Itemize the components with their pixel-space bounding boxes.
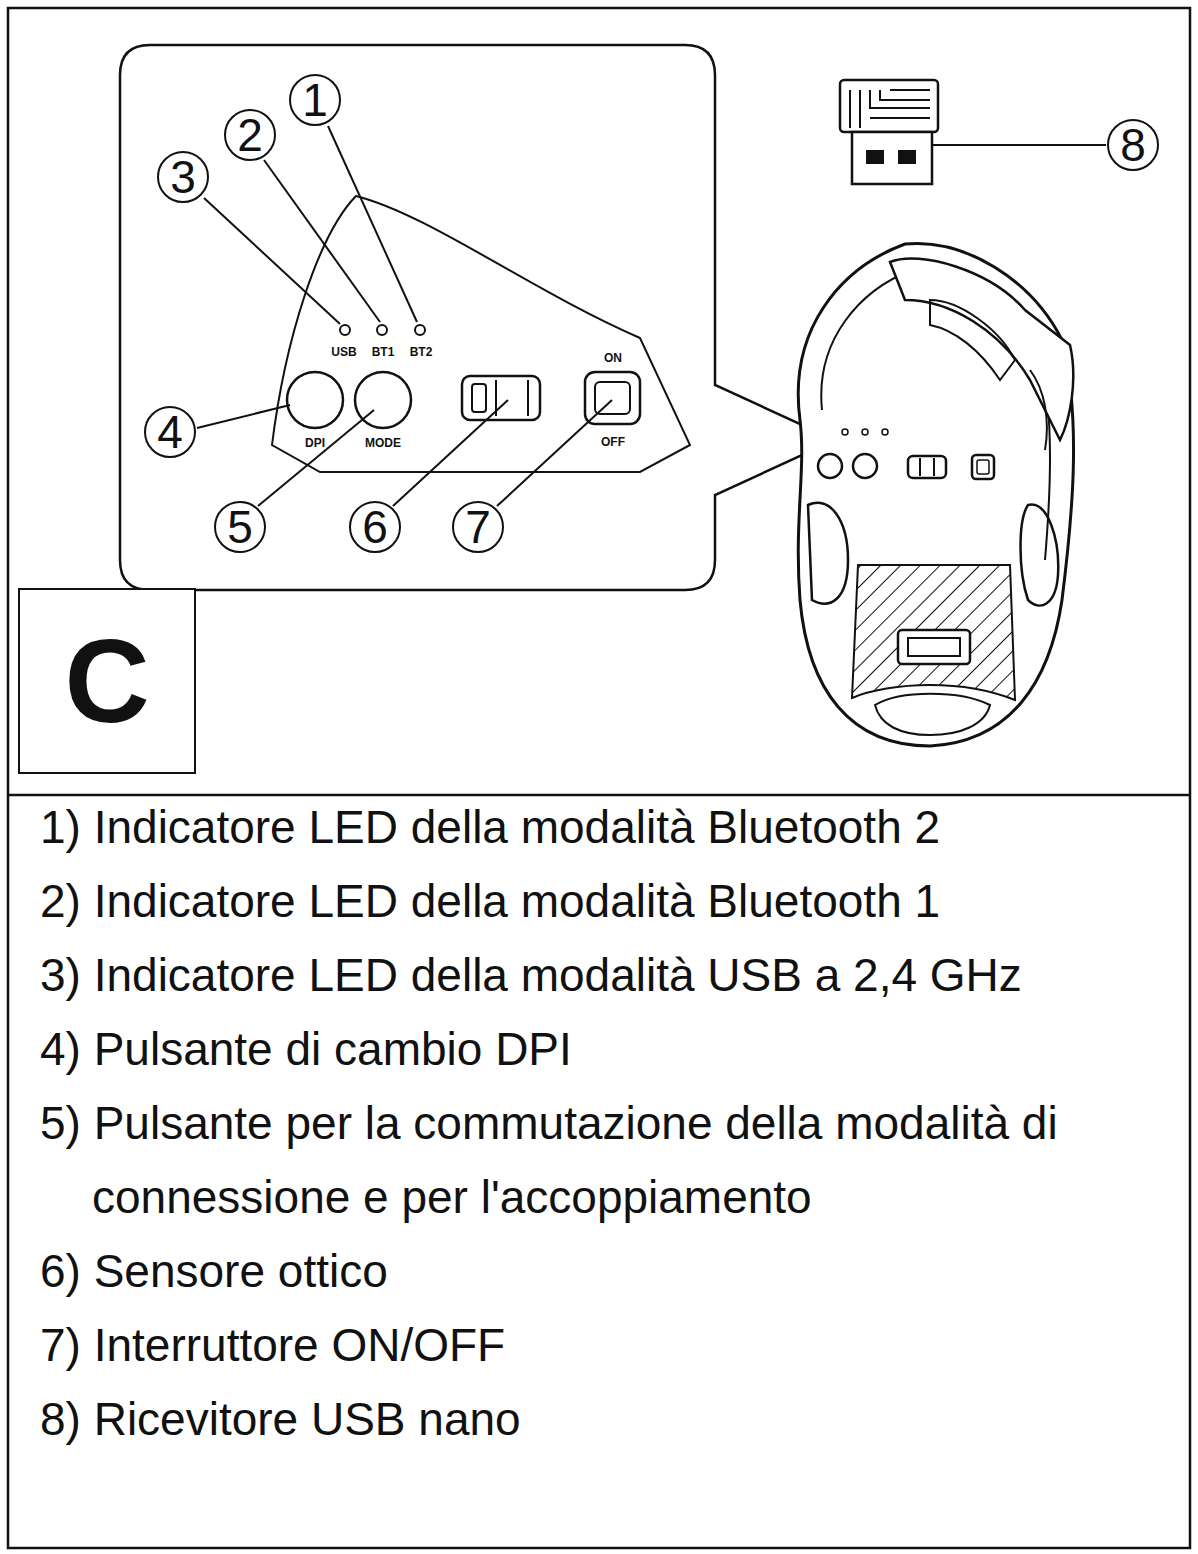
legend-list: 1) Indicatore LED della modalità Bluetoo…	[40, 790, 1180, 1456]
callout-number: 2	[224, 109, 276, 161]
letter-box: C	[18, 588, 196, 774]
part-label: USB	[330, 346, 357, 358]
part-description: 6) Sensore ottico	[40, 1234, 1170, 1308]
part-label: MODE	[364, 437, 402, 449]
part-description: 1) Indicatore LED della modalità Bluetoo…	[40, 790, 1170, 864]
part-description: 8) Ricevitore USB nano	[40, 1382, 1170, 1456]
part-label: DPI	[304, 437, 326, 449]
callout-number: 1	[289, 74, 341, 126]
part-label: BT1	[371, 346, 396, 358]
part-label: BT2	[409, 346, 434, 358]
callout-number: 5	[214, 501, 266, 553]
callout-number: 6	[349, 501, 401, 553]
callout-number: 3	[157, 151, 209, 203]
callout-number: 8	[1107, 119, 1159, 171]
part-label: OFF	[600, 436, 626, 448]
part-description: 5) Pulsante per la commutazione della mo…	[40, 1086, 1180, 1234]
part-description: 4) Pulsante di cambio DPI	[40, 1012, 1170, 1086]
callout-number: 4	[144, 406, 196, 458]
part-description: 2) Indicatore LED della modalità Bluetoo…	[40, 864, 1170, 938]
part-description: 3) Indicatore LED della modalità USB a 2…	[40, 938, 1080, 1012]
part-description: 7) Interruttore ON/OFF	[40, 1308, 1170, 1382]
figure-letter: C	[64, 622, 149, 740]
part-label: ON	[603, 352, 623, 364]
callout-number: 7	[452, 501, 504, 553]
